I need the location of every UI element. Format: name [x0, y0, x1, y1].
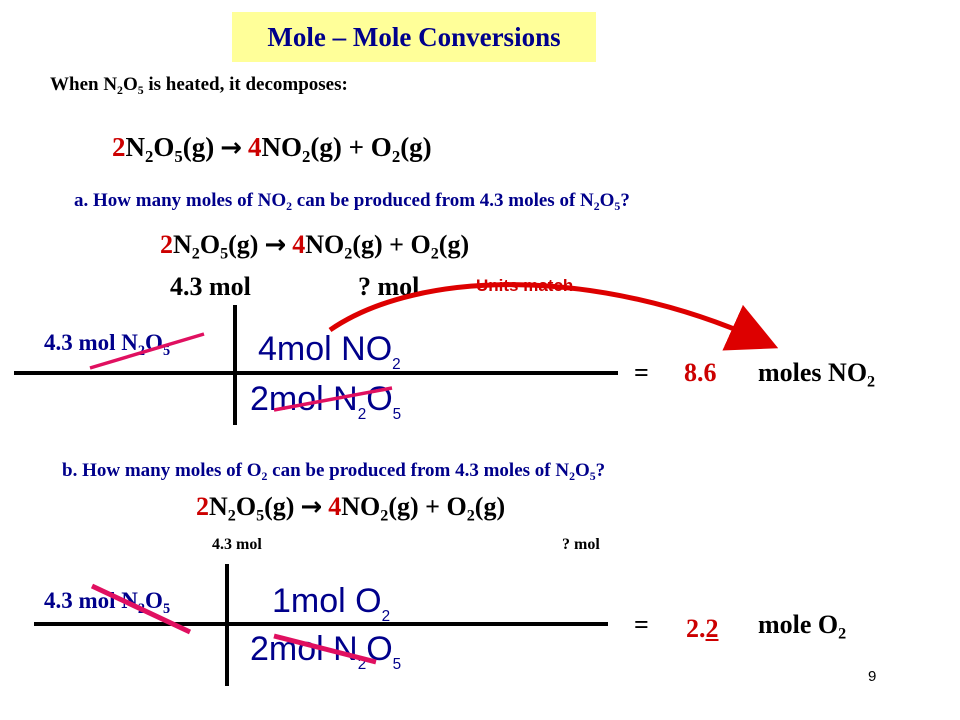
answer-b: 2.2	[686, 614, 719, 643]
cancel-strike-icon	[89, 332, 205, 370]
numerator-a: 4mol NO2	[258, 330, 401, 374]
unit-a: moles NO2	[758, 358, 876, 391]
equals-b: =	[634, 610, 649, 639]
equals-a: =	[634, 358, 649, 387]
reaction-arrow-icon: →	[264, 230, 287, 260]
denominator-b: 2mol N2O5	[250, 630, 402, 674]
question-b: b. How many moles of O2 can be produced …	[62, 460, 606, 484]
equation-a: 2N2O5(g)→4NO2(g) + O2(g)	[160, 230, 470, 263]
title-box: Mole – Mole Conversions	[232, 12, 596, 62]
answer-a: 8.6	[684, 358, 717, 387]
page-title: Mole – Mole Conversions	[267, 21, 561, 52]
given-mol-a: 4.3 mol	[170, 272, 251, 301]
main-equation: 2N2O5(g)→4NO2(g) + O2(g)	[112, 132, 432, 166]
given-quantity-a: 4.3 mol N2O5	[44, 330, 171, 359]
question-a: a. How many moles of NO2 can be produced…	[74, 190, 630, 214]
given-mol-b: 4.3 mol	[212, 536, 262, 553]
intro-text: When N2O5 is heated, it decomposes:	[50, 74, 348, 98]
cancel-strike-icon	[273, 633, 377, 665]
page-number: 9	[868, 668, 877, 685]
numerator-b: 1mol O2	[272, 582, 391, 626]
cancel-strike-icon	[273, 386, 393, 412]
units-match-arrow-icon	[328, 282, 779, 351]
given-quantity-b: 4.3 mol N2O5	[44, 588, 171, 617]
reaction-arrow-icon: →	[220, 133, 243, 163]
unknown-mol-b: ? mol	[562, 536, 600, 553]
reaction-arrow-icon: →	[300, 492, 323, 522]
equation-b: 2N2O5(g)→4NO2(g) + O2(g)	[196, 492, 506, 525]
unit-b: mole O2	[758, 610, 847, 643]
cancel-strike-icon	[90, 583, 192, 635]
